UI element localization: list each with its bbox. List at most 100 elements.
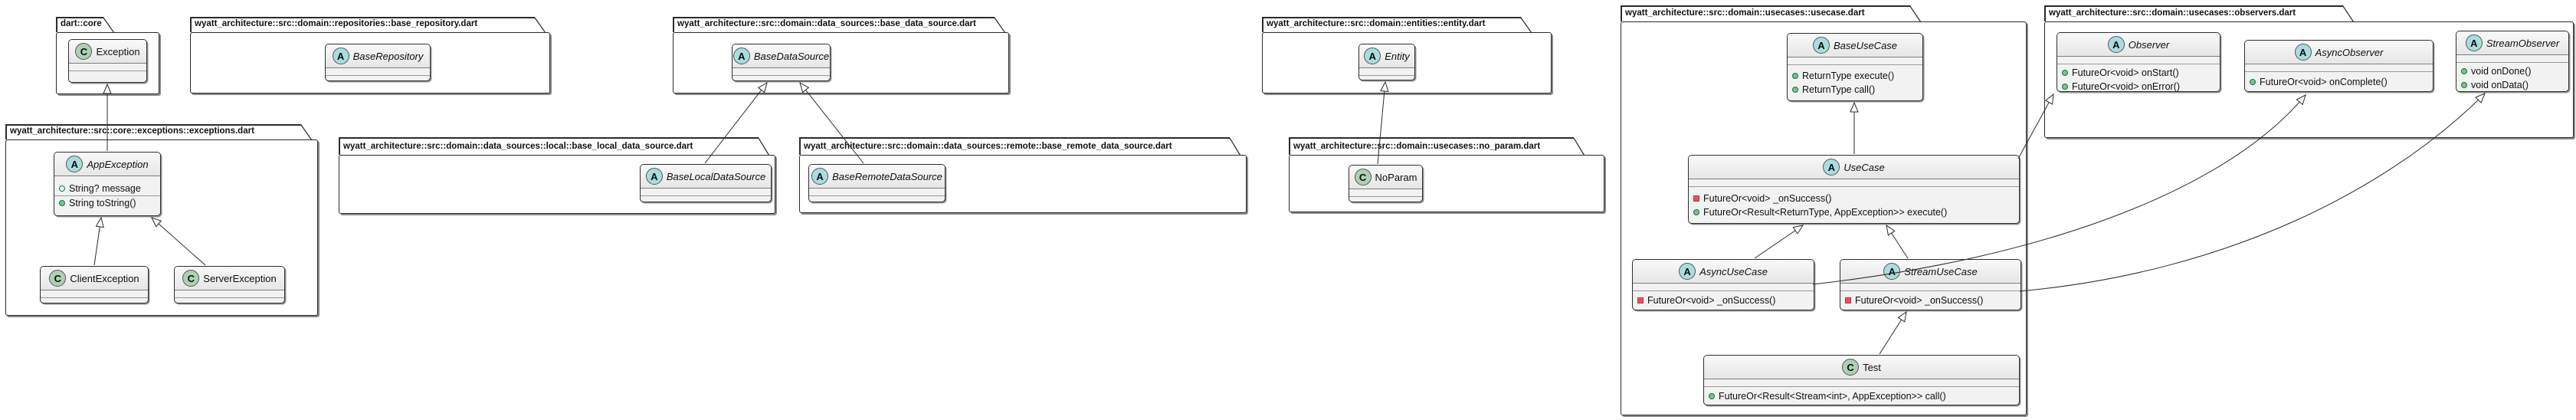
package-label: wyatt_architecture::src::domain::usecase… bbox=[2049, 8, 2296, 18]
class-name: BaseLocalDataSource bbox=[666, 170, 766, 182]
method-text: FutureOr<void> _onSuccess() bbox=[1855, 295, 1984, 306]
method-row: FutureOr<Result<Stream<int>, AppExceptio… bbox=[1704, 389, 2019, 403]
method-text: FutureOr<void> onComplete() bbox=[2260, 76, 2388, 87]
method-text: FutureOr<void> _onSuccess() bbox=[1703, 192, 1832, 204]
package-base-repository-tab bbox=[190, 17, 546, 32]
method-row: void onData() bbox=[2456, 78, 2568, 91]
class-header: C NoParam bbox=[1349, 166, 1422, 189]
empty-methods-compartment bbox=[69, 71, 146, 78]
package-label: wyatt_architecture::src::domain::data_so… bbox=[343, 142, 693, 151]
package-observers-tab bbox=[2044, 5, 2354, 21]
method-text: FutureOr<void> onStart() bbox=[2072, 67, 2179, 78]
class-use-case: A UseCase FutureOr<void> _onSuccess() Fu… bbox=[1688, 155, 2020, 224]
package-entity-tab bbox=[1262, 17, 1532, 32]
empty-fields-compartment bbox=[2245, 64, 2433, 72]
empty-fields-compartment bbox=[41, 290, 148, 298]
class-header: A BaseUseCase bbox=[1788, 34, 1922, 57]
abstract-class-icon: A bbox=[66, 156, 84, 172]
package-label: wyatt_architecture::src::domain::entitie… bbox=[1267, 19, 1486, 28]
method-row: FutureOr<void> _onSuccess() bbox=[1633, 294, 1814, 307]
class-name: ClientException bbox=[70, 272, 139, 284]
empty-fields-compartment bbox=[809, 189, 945, 196]
class-name: Entity bbox=[1385, 50, 1410, 62]
class-stream-observer: A StreamObserver void onDone() void onDa… bbox=[2456, 31, 2569, 92]
field-row: String? message bbox=[54, 182, 160, 195]
members: FutureOr<void> _onSuccess() bbox=[1840, 291, 2020, 310]
class-stream-use-case: A StreamUseCase FutureOr<void> _onSucces… bbox=[1840, 259, 2021, 310]
members: FutureOr<void> _onSuccess() bbox=[1633, 291, 1814, 310]
abstract-class-icon: A bbox=[2107, 36, 2125, 53]
public-method-icon bbox=[1792, 73, 1798, 79]
class-name: BaseRemoteDataSource bbox=[832, 170, 942, 182]
method-row: FutureOr<void> _onSuccess() bbox=[1840, 294, 2020, 307]
class-name: Test bbox=[1863, 361, 1881, 373]
class-name: StreamObserver bbox=[2486, 37, 2560, 49]
public-method-icon bbox=[1792, 87, 1798, 93]
package-label: wyatt_architecture::src::domain::reposit… bbox=[195, 19, 478, 28]
method-row: ReturnType execute() bbox=[1788, 69, 1922, 83]
public-method-icon bbox=[1693, 208, 1699, 215]
class-header: A AsyncUseCase bbox=[1633, 260, 1814, 284]
empty-methods-compartment bbox=[41, 298, 148, 303]
package-usecase-tab bbox=[1621, 5, 1921, 21]
package-label: dart::core bbox=[61, 19, 102, 28]
package-label: wyatt_architecture::src::domain::usecase… bbox=[1625, 8, 1865, 18]
empty-fields-compartment bbox=[1840, 284, 2020, 291]
empty-methods-compartment bbox=[732, 76, 830, 80]
class-header: A AppException bbox=[54, 153, 160, 176]
empty-fields-compartment bbox=[2057, 57, 2220, 64]
abstract-class-icon: A bbox=[1812, 37, 1830, 54]
class-name: BaseUseCase bbox=[1833, 39, 1898, 51]
empty-fields-compartment bbox=[1788, 57, 1922, 65]
empty-fields-compartment bbox=[1633, 284, 1814, 291]
class-icon: C bbox=[75, 43, 93, 60]
package-label: wyatt_architecture::src::domain::data_so… bbox=[677, 19, 976, 28]
class-header: C ClientException bbox=[41, 267, 148, 290]
empty-fields-compartment bbox=[1359, 68, 1414, 76]
private-method-icon bbox=[1637, 297, 1644, 304]
empty-fields-compartment bbox=[1349, 189, 1422, 197]
private-method-icon bbox=[1693, 195, 1699, 202]
public-method-icon bbox=[2461, 82, 2467, 88]
method-text: void onDone() bbox=[2471, 66, 2532, 77]
class-header: A StreamObserver bbox=[2456, 31, 2568, 55]
method-text: ReturnType execute() bbox=[1802, 71, 1895, 81]
package-dart-core-tab bbox=[56, 17, 114, 32]
class-icon: C bbox=[1354, 169, 1372, 185]
class-base-remote-data-source: A BaseRemoteDataSource bbox=[808, 164, 946, 202]
method-row: FutureOr<void> onComplete() bbox=[2245, 75, 2433, 89]
class-header: A BaseDataSource bbox=[732, 44, 830, 68]
members: FutureOr<void> onStart() FutureOr<void> … bbox=[2057, 64, 2220, 91]
class-observer: A Observer FutureOr<void> onStart() Futu… bbox=[2057, 32, 2220, 92]
package-label: wyatt_architecture::src::domain::data_so… bbox=[804, 142, 1172, 151]
members: FutureOr<Result<Stream<int>, AppExceptio… bbox=[1704, 387, 2019, 405]
abstract-class-icon: A bbox=[1679, 263, 1696, 280]
field-text: String? message bbox=[69, 183, 141, 194]
empty-fields-compartment bbox=[1704, 379, 2019, 387]
package-label: wyatt_architecture::src::domain::usecase… bbox=[1293, 142, 1541, 151]
empty-methods-compartment bbox=[809, 196, 945, 202]
members: FutureOr<void> _onSuccess() FutureOr<Res… bbox=[1689, 187, 2019, 223]
method-row: FutureOr<Result<ReturnType, AppException… bbox=[1689, 205, 2019, 219]
class-header: A StreamUseCase bbox=[1840, 260, 2020, 284]
class-name: StreamUseCase bbox=[1904, 265, 1978, 277]
members: String? message String toString() bbox=[54, 176, 160, 215]
class-header: A UseCase bbox=[1689, 156, 2019, 179]
public-method-icon bbox=[1709, 392, 1715, 399]
members: ReturnType execute() ReturnType call() bbox=[1788, 65, 1922, 100]
class-name: Observer bbox=[2128, 38, 2170, 51]
method-row: void onDone() bbox=[2456, 64, 2568, 78]
class-async-observer: A AsyncObserver FutureOr<void> onComplet… bbox=[2244, 40, 2433, 92]
package-base-data-source-tab bbox=[673, 17, 1005, 32]
package-exceptions-tab bbox=[5, 124, 312, 139]
class-header: C ServerException bbox=[175, 267, 284, 290]
empty-methods-compartment bbox=[326, 76, 430, 80]
empty-fields-compartment bbox=[175, 290, 284, 298]
class-name: AsyncUseCase bbox=[1699, 265, 1768, 277]
abstract-class-icon: A bbox=[1883, 263, 1901, 280]
abstract-class-icon: A bbox=[645, 168, 663, 185]
class-header: C Exception bbox=[69, 40, 146, 64]
package-no-param bbox=[1289, 155, 1604, 212]
empty-fields-compartment bbox=[1689, 179, 2019, 187]
